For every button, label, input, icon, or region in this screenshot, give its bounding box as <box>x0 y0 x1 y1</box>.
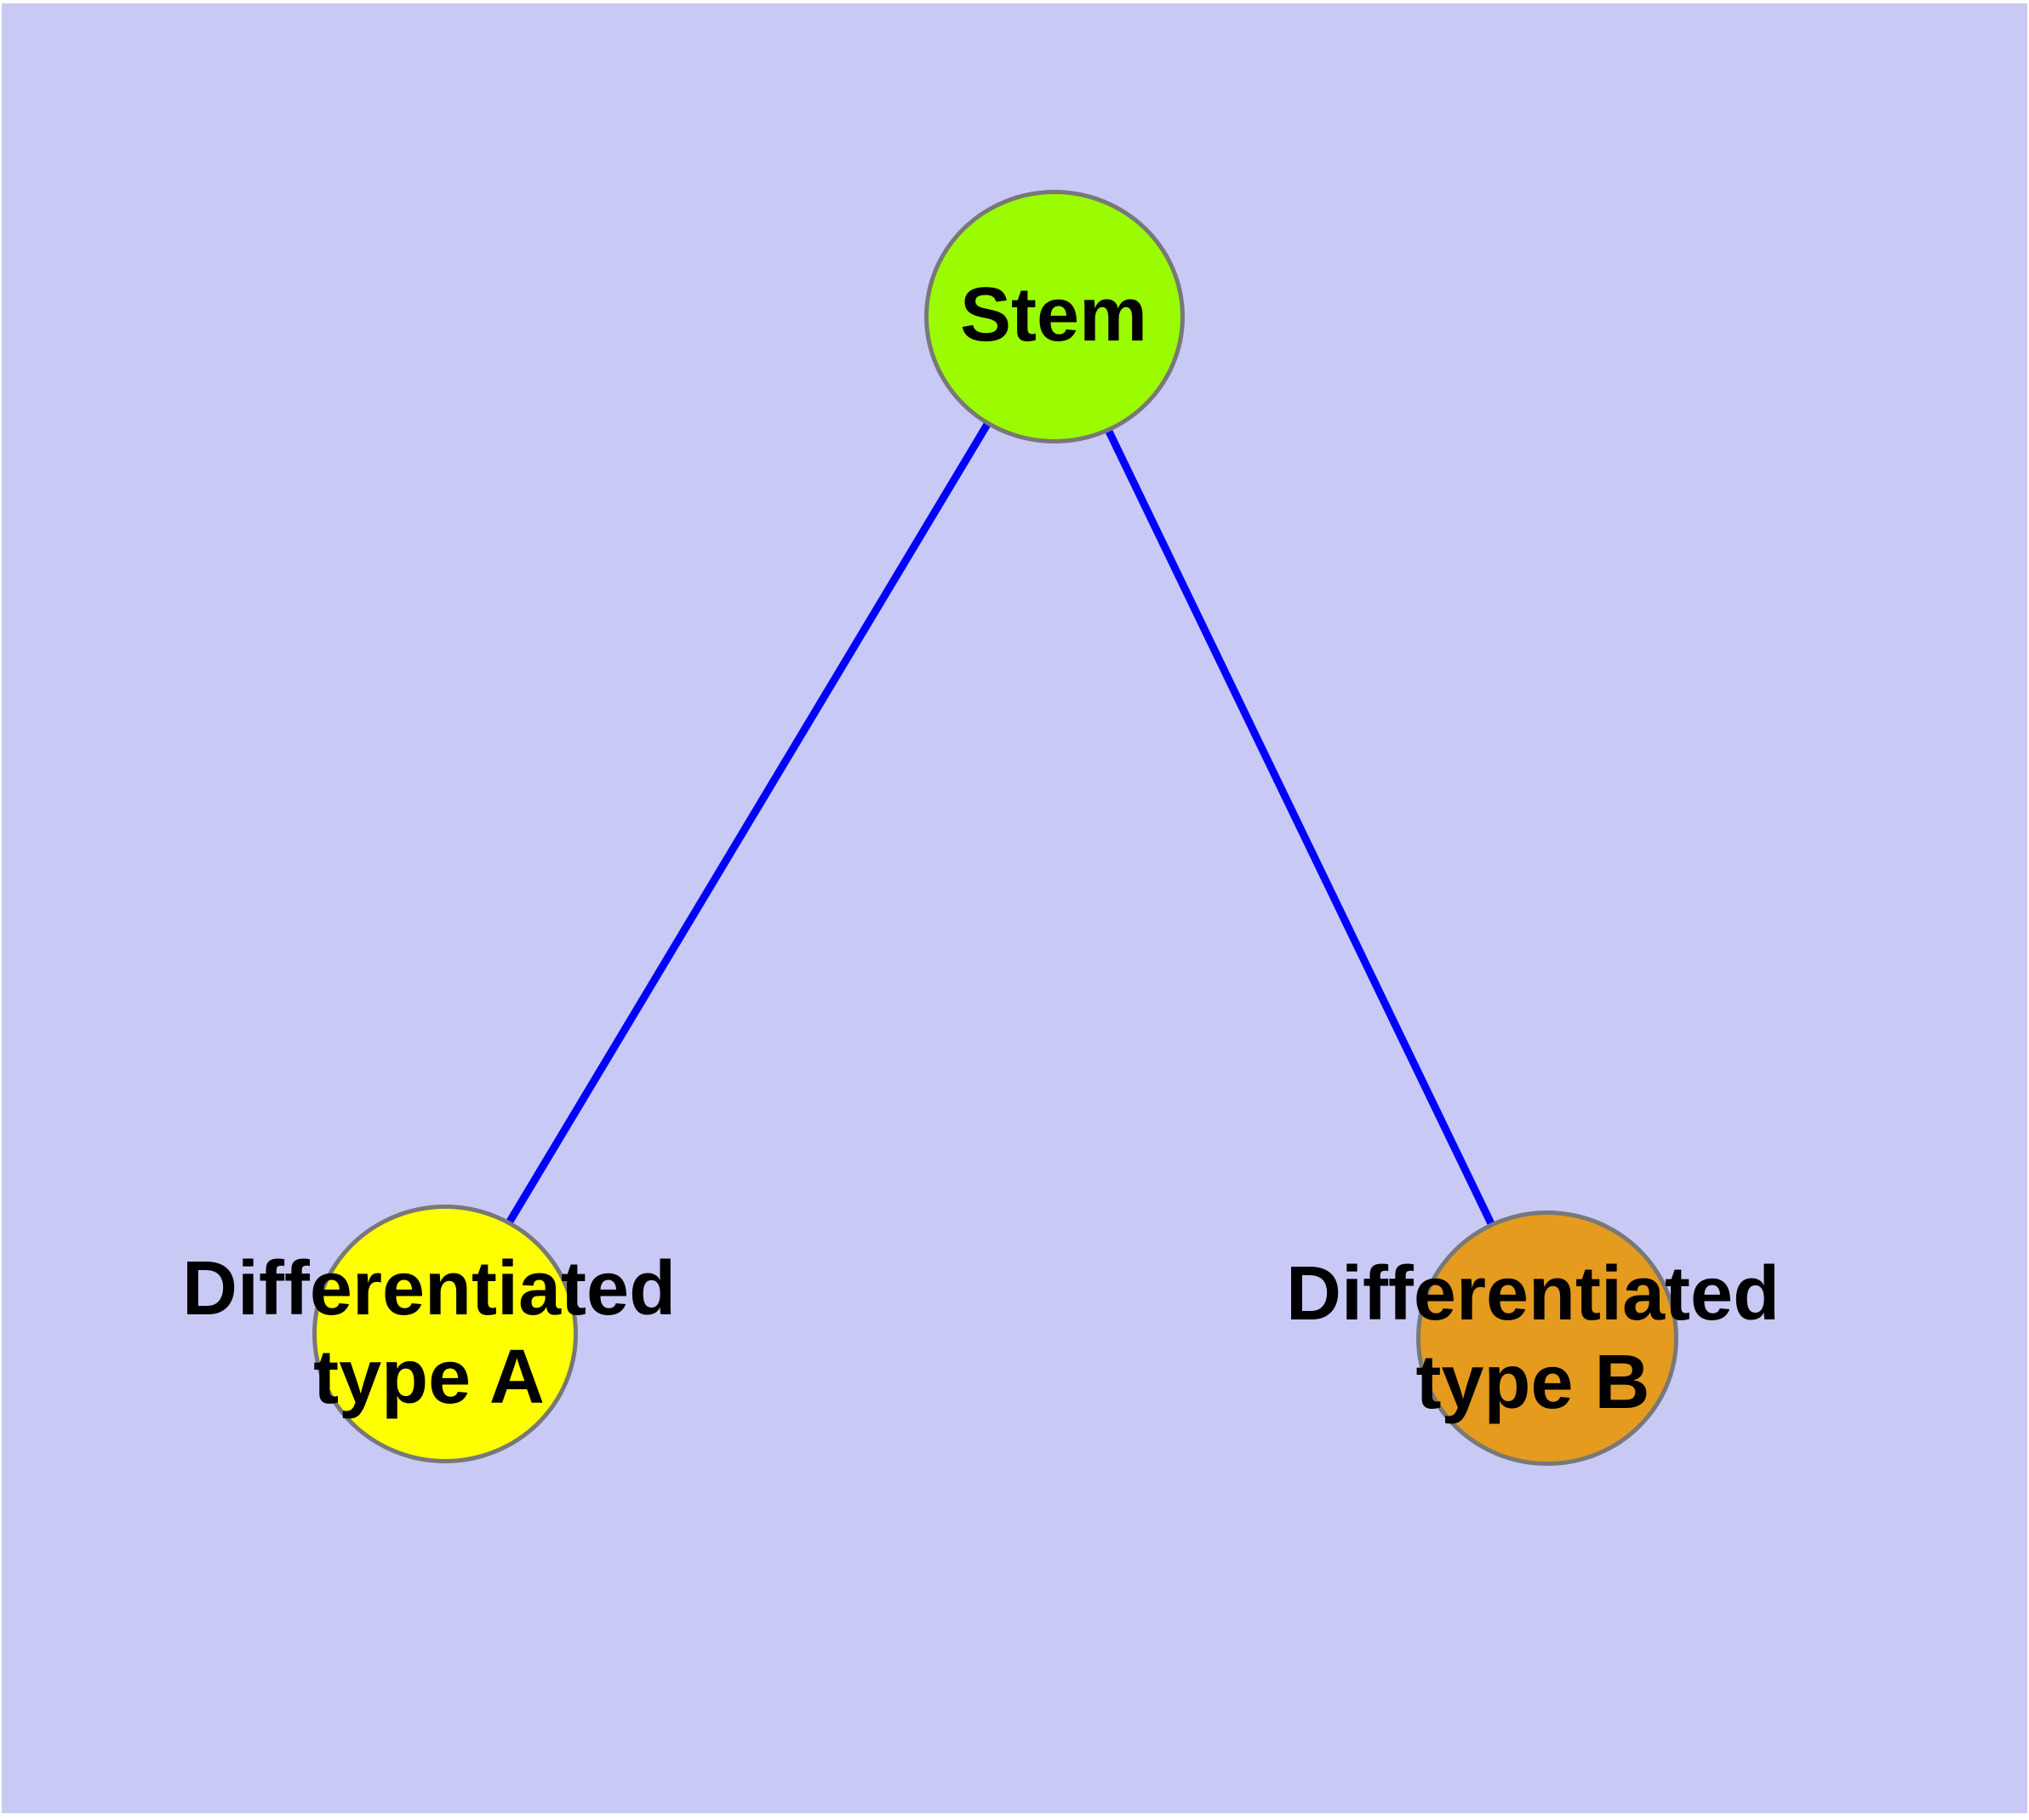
node-stem-label-line: Stem <box>959 272 1148 358</box>
edge-stem-to-type-a <box>440 312 1056 1335</box>
node-differentiated-type-b-circle <box>1416 1210 1678 1466</box>
node-stem-label: Stem <box>960 271 1147 359</box>
node-differentiated-type-b-label-line-2: type B <box>1415 1340 1650 1425</box>
node-stem-circle <box>924 190 1185 444</box>
edge-layer <box>440 312 1550 1338</box>
node-differentiated-type-b-label: Differentiated type B <box>1286 1250 1780 1427</box>
edge-stem-to-type-b <box>1049 313 1550 1338</box>
node-differentiated-type-b-label-line-1: Differentiated <box>1285 1251 1780 1336</box>
node-differentiated-type-a-circle <box>312 1205 578 1463</box>
node-differentiated-type-a-label-line-1: Differentiated <box>181 1246 677 1331</box>
graph-canvas: Stem Differentiated type A Differentiate… <box>2 3 2027 1813</box>
node-differentiated-type-a-label: Differentiated type A <box>182 1245 676 1422</box>
node-differentiated-type-a-label-line-2: type A <box>313 1335 545 1420</box>
